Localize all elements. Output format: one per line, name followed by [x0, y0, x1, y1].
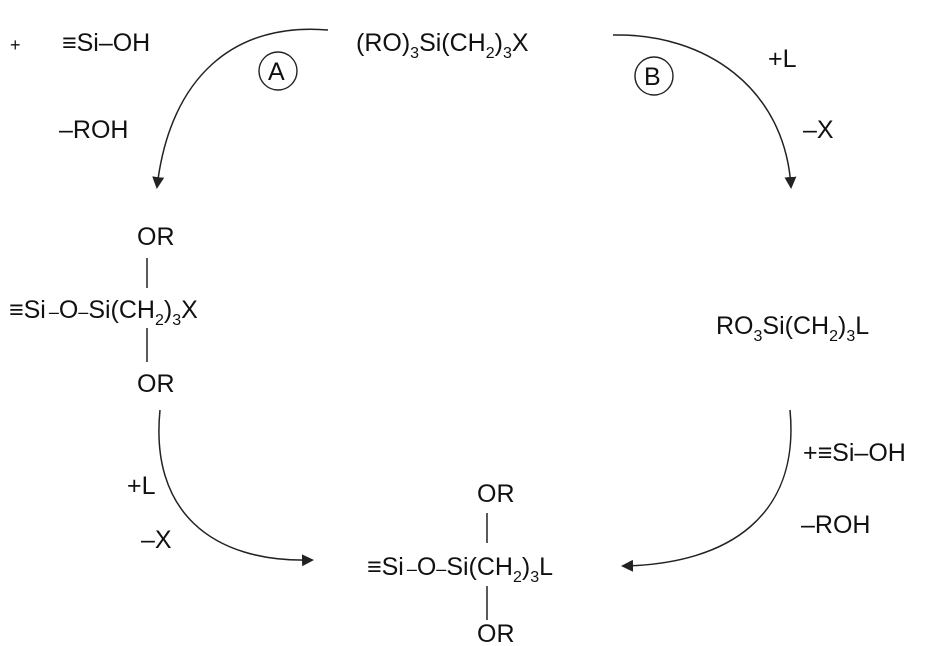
right-intermediate-prefix: RO — [716, 312, 754, 340]
product-formula: ≡Si–O–Si(CH2)3L — [367, 553, 553, 586]
product-link-1: – — [407, 559, 417, 579]
right-intermediate-subscript-2: 2 — [829, 328, 838, 345]
right-intermediate-suffix: L — [855, 312, 869, 340]
route-b-remove-x: –X — [803, 116, 834, 144]
product-subscript-1: 2 — [513, 569, 522, 586]
product-link-2: – — [436, 559, 446, 579]
product-middle: ) — [522, 553, 530, 581]
left-intermediate-link-1: – — [49, 302, 59, 322]
left-step-add-ligand: +L — [127, 472, 156, 500]
left-intermediate-subscript-1: 2 — [155, 312, 164, 329]
route-a-label: A — [268, 58, 285, 86]
top-reagent-subscript-2: 2 — [486, 45, 495, 62]
right-intermediate-middle: ) — [838, 312, 846, 340]
product-core: Si(CH — [446, 553, 513, 581]
left-intermediate-oxygen: O — [59, 296, 78, 324]
left-intermediate-formula: ≡Si–O–Si(CH2)3X — [9, 296, 198, 329]
right-intermediate-core: Si(CH — [762, 312, 829, 340]
right-intermediate-subscript-1: 3 — [754, 328, 763, 345]
top-reagent-formula: (RO)3Si(CH2)3X — [356, 29, 529, 62]
top-reagent-prefix: (RO) — [356, 29, 410, 57]
left-intermediate-link-2: – — [78, 302, 88, 322]
product-or-bottom: OR — [477, 620, 515, 646]
product-suffix: L — [539, 553, 553, 581]
right-intermediate-subscript-3: 3 — [846, 328, 855, 345]
right-step-add-silanol: +≡Si–OH — [803, 439, 906, 467]
right-lower-arrow — [621, 409, 792, 572]
left-step-remove-x: –X — [141, 526, 172, 554]
left-lower-arrow — [158, 409, 314, 567]
right-step-remove-roh: –ROH — [801, 511, 870, 539]
top-reagent-middle-2: ) — [495, 29, 503, 57]
left-intermediate-subscript-2: 3 — [172, 312, 181, 329]
route-b-circle — [634, 56, 674, 96]
route-a-arrow — [152, 28, 329, 189]
left-intermediate-prefix: ≡Si — [9, 296, 46, 324]
left-intermediate-core: Si(CH — [88, 296, 155, 324]
product-or-top: OR — [477, 480, 515, 508]
left-intermediate-or-top: OR — [137, 223, 175, 251]
top-reagent-middle: Si(CH — [419, 29, 486, 57]
route-a-silanol-reagent: ≡Si–OH — [62, 29, 150, 57]
top-reagent-suffix: X — [512, 29, 529, 57]
route-a-plus-sign: + — [10, 35, 21, 55]
right-intermediate-formula: RO3Si(CH2)3L — [716, 312, 869, 345]
product-prefix: ≡Si — [367, 553, 404, 581]
route-a-byproduct: –ROH — [59, 116, 128, 144]
route-b-label: B — [644, 63, 661, 91]
route-a-circle — [258, 51, 298, 91]
product-oxygen: O — [417, 553, 436, 581]
left-intermediate-suffix: X — [181, 296, 198, 324]
top-reagent-subscript-3: 3 — [503, 45, 512, 62]
left-intermediate-middle: ) — [164, 296, 172, 324]
route-b-add-ligand: +L — [768, 45, 797, 73]
route-b-arrow — [612, 34, 797, 189]
product-subscript-2: 3 — [530, 569, 539, 586]
left-intermediate-or-bottom: OR — [137, 370, 175, 398]
top-reagent-subscript-1: 3 — [410, 45, 419, 62]
